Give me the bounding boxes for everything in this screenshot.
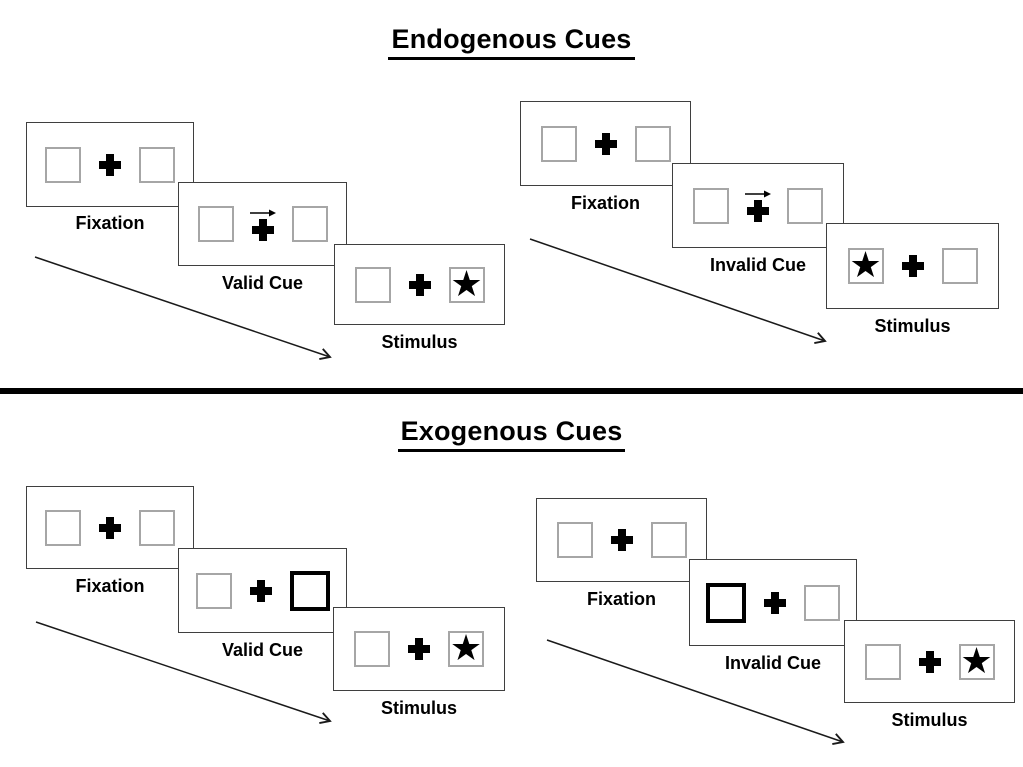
- fixation-cross-icon: [764, 591, 786, 614]
- fixation-cross-icon: [610, 529, 633, 551]
- placeholder-box-right: [804, 584, 840, 621]
- section-title-exogenous: Exogenous Cues: [0, 416, 1023, 452]
- endo-valid-fixation-panel: [26, 122, 194, 207]
- target-box-right: ★: [448, 262, 485, 304]
- fixation-cross-icon: [594, 132, 617, 155]
- fixation-cross-icon: [901, 255, 924, 277]
- placeholder-box-left: [354, 631, 390, 667]
- placeholder-box-left: [45, 146, 81, 183]
- panel-label-stimulus: Stimulus: [891, 710, 968, 730]
- placeholder-box-left: [197, 206, 234, 242]
- placeholder-box-left: [540, 125, 577, 162]
- endo-invalid-fixation-panel: [520, 101, 691, 186]
- endo-valid-cue-panel: [178, 182, 347, 266]
- fixation-cross-icon: [249, 579, 272, 602]
- panel-label-stimulus: Stimulus: [874, 316, 951, 336]
- sequence-arrow-endo-valid: [34, 256, 332, 361]
- panel-label-stimulus: Stimulus: [380, 698, 457, 718]
- placeholder-box-right: [650, 522, 687, 558]
- sequence-arrow-exo-valid: [35, 621, 332, 725]
- placeholder-box-right: [291, 206, 328, 242]
- placeholder-box-right: [139, 146, 175, 183]
- fixation-cross-icon: [408, 273, 431, 296]
- target-box-left: ★: [847, 244, 884, 285]
- placeholder-box-right: [787, 187, 823, 224]
- panel-label-fixation: Fixation: [586, 589, 656, 609]
- endo-valid-stimulus-panel: ★: [334, 244, 505, 325]
- placeholder-box-left: [354, 266, 391, 303]
- exo-invalid-stimulus-panel: ★: [844, 620, 1015, 703]
- panel-label-invalid-cue: Invalid Cue: [724, 653, 822, 673]
- panel-label-invalid-cue: Invalid Cue: [709, 255, 807, 275]
- star-stimulus-icon: ★: [450, 262, 483, 304]
- panel-label-stimulus: Stimulus: [381, 332, 458, 352]
- placeholder-box-right: [634, 125, 671, 162]
- panel-label-valid-cue: Valid Cue: [221, 640, 304, 660]
- placeholder-box-left: [556, 522, 593, 558]
- fixation-cross-icon: [251, 218, 274, 241]
- placeholder-box-left: [864, 643, 901, 680]
- placeholder-box-left: [45, 509, 81, 546]
- panel-label-fixation: Fixation: [75, 213, 145, 233]
- cue-arrow-icon: [745, 190, 771, 198]
- section-divider: [0, 388, 1023, 394]
- star-stimulus-icon: ★: [960, 639, 993, 681]
- section-title-endogenous: Endogenous Cues: [0, 24, 1023, 60]
- placeholder-box-left: [195, 572, 232, 609]
- target-box-right: ★: [958, 639, 995, 681]
- section-title-text: Endogenous Cues: [388, 24, 635, 60]
- cue-arrow-icon: [249, 209, 276, 216]
- exo-valid-fixation-panel: [26, 486, 194, 569]
- exo-valid-stimulus-panel: ★: [333, 607, 505, 691]
- fixation-cross-icon: [99, 516, 121, 539]
- section-title-text: Exogenous Cues: [397, 416, 626, 452]
- star-stimulus-icon: ★: [849, 244, 882, 285]
- endo-invalid-cue-panel: [672, 163, 844, 248]
- exo-invalid-fixation-panel: [536, 498, 707, 582]
- panel-label-fixation: Fixation: [570, 193, 640, 213]
- fixation-cross-icon: [99, 153, 121, 176]
- fixation-cross-icon: [747, 200, 769, 222]
- exo-valid-cue-panel: [178, 548, 347, 633]
- cue-highlight-box-right: [289, 570, 330, 611]
- fixation-cross-icon: [918, 650, 941, 673]
- placeholder-box-right: [139, 509, 175, 546]
- sequence-arrow-endo-invalid: [529, 238, 827, 344]
- placeholder-box-left: [693, 187, 729, 224]
- panel-label-valid-cue: Valid Cue: [221, 273, 304, 293]
- placeholder-box-right: [941, 248, 978, 284]
- star-stimulus-icon: ★: [449, 627, 483, 668]
- sequence-arrow-exo-invalid: [546, 639, 845, 745]
- exo-invalid-cue-panel: [689, 559, 857, 646]
- fixation-cross-icon: [408, 638, 430, 660]
- endo-invalid-stimulus-panel: ★: [826, 223, 999, 309]
- panel-label-fixation: Fixation: [75, 576, 145, 596]
- target-box-right: ★: [448, 627, 484, 668]
- cue-highlight-box-left: [706, 582, 746, 623]
